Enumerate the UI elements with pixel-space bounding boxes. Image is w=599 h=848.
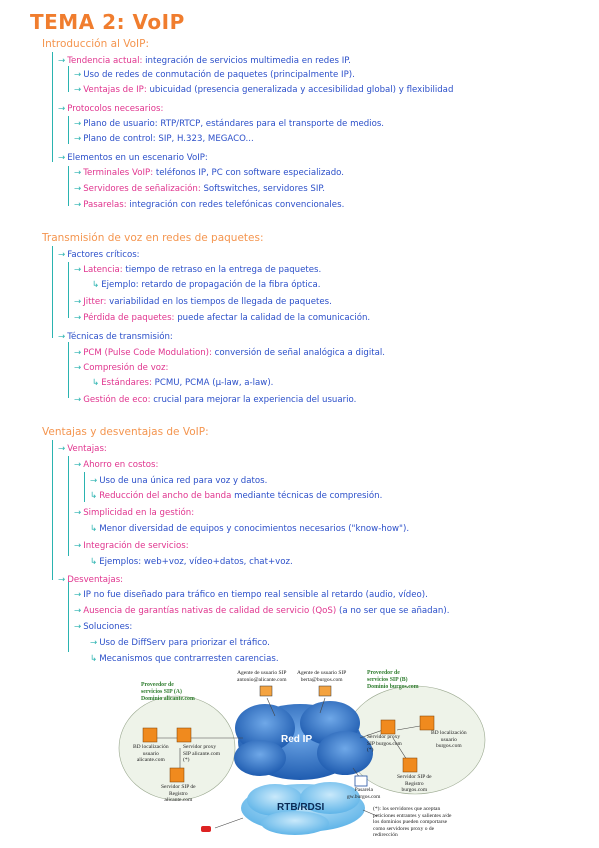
server-icon	[419, 715, 435, 731]
tree-line	[68, 66, 69, 92]
transmision-line: →PCM (Pulse Code Modulation): conversión…	[74, 348, 385, 358]
intro-line: →Tendencia actual: integración de servic…	[58, 56, 351, 66]
tree-line	[68, 456, 69, 556]
transmision-line: →Jitter: variabilidad en los tiempos de …	[74, 297, 332, 307]
intro-line: →Servidores de señalización: Softswitche…	[74, 184, 325, 194]
transmision-line: →Latencia: tiempo de retraso en la entre…	[74, 265, 322, 275]
tree-line	[68, 116, 69, 144]
transmision-line: ↳Estándares: PCMU, PCMA (µ-law, a-law).	[92, 378, 274, 388]
server-icon	[176, 727, 192, 743]
ventajas-line: ↳Mecanismos que contrarresten carencias.	[90, 654, 279, 664]
intro-line: →Protocolos necesarios:	[58, 104, 164, 114]
transmision-line: →Gestión de eco: crucial para mejorar la…	[74, 395, 357, 405]
intro-line: →Elementos en un escenario VoIP:	[58, 153, 208, 163]
intro-line: →Plano de control: SIP, H.323, MEGACO...	[74, 134, 254, 144]
page-title: TEMA 2: VoIP	[30, 10, 185, 34]
phone-icon	[201, 826, 211, 832]
tree-line	[52, 246, 53, 338]
server-icon	[402, 757, 418, 773]
section-header-intro: Introducción al VoIP:	[42, 38, 150, 50]
cloud-ip-shape	[234, 701, 373, 780]
ventajas-line: →Soluciones:	[74, 622, 133, 632]
tree-line	[52, 440, 53, 580]
tree-line	[68, 342, 69, 398]
ventajas-line: →Integración de servicios:	[74, 541, 189, 551]
pc-icon	[259, 685, 273, 697]
intro-line: →Uso de redes de conmutación de paquetes…	[74, 70, 355, 80]
tree-line	[68, 262, 69, 318]
cloud-rtb-label: RTB/RDSI	[277, 802, 325, 813]
ventajas-line: →Simplicidad en la gestión:	[74, 508, 195, 518]
cloud-ip-label: Red IP	[281, 734, 313, 745]
ventajas-line: →Uso de DiffServ para priorizar el tráfi…	[90, 638, 270, 648]
domain-a-ellipse	[118, 695, 236, 801]
server-icon	[380, 719, 396, 735]
ventajas-line: ↳Reducción del ancho de banda mediante t…	[90, 491, 383, 501]
ventajas-line: →Ahorro en costos:	[74, 460, 159, 470]
pc-icon	[318, 685, 332, 697]
transmision-line: ↳Ejemplo: retardo de propagación de la f…	[92, 280, 321, 290]
section-header-ventajas: Ventajas y desventajas de VoIP:	[42, 426, 209, 438]
transmision-line: →Factores críticos:	[58, 250, 140, 260]
tree-line	[84, 472, 85, 502]
ventajas-line: ↳Menor diversidad de equipos y conocimie…	[90, 524, 410, 534]
transmision-line: →Pérdida de paquetes: puede afectar la c…	[74, 313, 371, 323]
server-icon	[142, 727, 158, 743]
intro-line: →Ventajas de IP: ubicuidad (presencia ge…	[74, 85, 454, 95]
connection-lines	[155, 697, 421, 829]
tree-line	[68, 166, 69, 206]
intro-line: →Pasarelas: integración con redes telefó…	[74, 200, 345, 210]
section-header-transmision: Transmisión de voz en redes de paquetes:	[42, 232, 264, 244]
ventajas-line: →Ausencia de garantías nativas de calida…	[74, 606, 450, 616]
tree-line	[68, 582, 69, 652]
transmision-line: →Técnicas de transmisión:	[58, 332, 173, 342]
ventajas-line: →Desventajas:	[58, 575, 124, 585]
server-icon	[169, 767, 185, 783]
intro-line: →Plano de usuario: RTP/RTCP, estándares …	[74, 119, 385, 129]
tree-line	[52, 52, 53, 162]
ventajas-line: ↳Ejemplos: web+voz, vídeo+datos, chat+vo…	[90, 557, 293, 567]
gateway-icon	[354, 775, 368, 787]
cloud-rtb-shape	[241, 782, 365, 835]
ventajas-line: →Uso de una única red para voz y datos.	[90, 476, 268, 486]
transmision-line: →Compresión de voz:	[74, 363, 169, 373]
diagram-graphics	[118, 685, 486, 835]
ventajas-line: →Ventajas:	[58, 444, 107, 454]
ventajas-line: →IP no fue diseñado para tráfico en tiem…	[74, 590, 428, 600]
intro-line: →Terminales VoIP: teléfonos IP, PC con s…	[74, 168, 344, 178]
